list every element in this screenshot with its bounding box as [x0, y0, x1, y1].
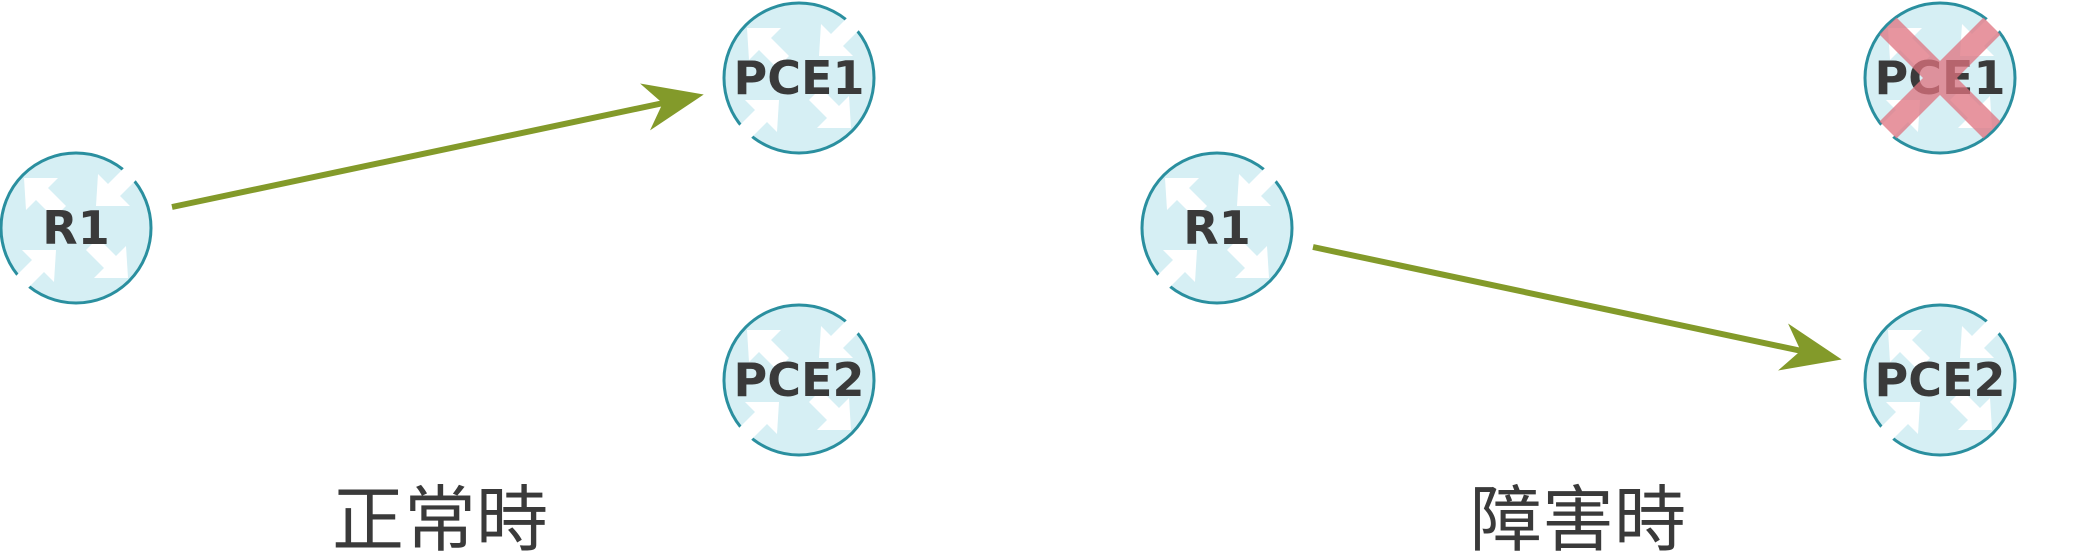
failure-caption: 障害時: [1470, 478, 1686, 555]
failure-r1-node: R1: [1140, 151, 1294, 305]
normal-pce1-label: PCE1: [734, 51, 865, 105]
failure-pce2-label: PCE2: [1875, 353, 2006, 407]
failure-pce1-node: PCE1: [1863, 1, 2017, 155]
failure-link-r1-pce2: [1312, 244, 1842, 371]
normal-pce1-node: PCE1: [722, 1, 876, 155]
normal-pce2-node: PCE2: [722, 303, 876, 457]
normal-r1-label: R1: [42, 201, 109, 255]
failure-scenario: R1 PCE1 PCE2 障害時: [1140, 1, 2017, 555]
normal-pce2-label: PCE2: [734, 353, 865, 407]
normal-r1-node: R1: [0, 151, 153, 305]
normal-caption: 正常時: [332, 478, 548, 555]
normal-link-r1-pce1: [171, 83, 704, 210]
failure-pce2-node: PCE2: [1863, 303, 2017, 457]
failure-x-icon: [1879, 17, 2001, 139]
normal-scenario: R1 PCE1 PCE2 正常時: [0, 1, 876, 555]
failure-r1-label: R1: [1183, 201, 1250, 255]
